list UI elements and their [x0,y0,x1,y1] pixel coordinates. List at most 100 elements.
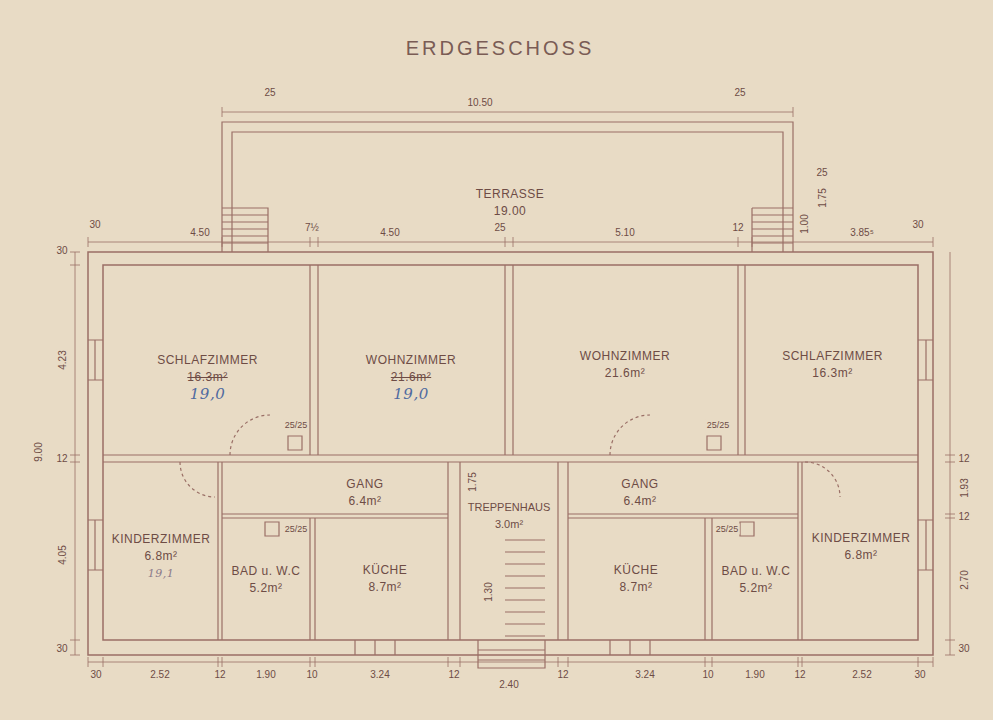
room-text: 6.4m² [348,493,381,510]
room-label: WOHNZIMMER21.6m² [520,340,730,390]
room-label: GANG6.4m² [585,474,695,512]
dimension-label: 3.24 [369,669,390,680]
dimension-label: 4.23 [57,349,68,370]
room-text: KÜCHE [614,562,659,579]
room-text: 5.2m² [249,580,282,597]
room-text: BAD u. W.C [721,563,790,580]
dimension-label: 10 [305,669,318,680]
dimension-label: 2.52 [851,669,872,680]
dimension-label: 4.05 [57,544,68,565]
dimension-label: 2.40 [498,679,519,690]
room-text: 21.6m² [605,365,645,382]
outer-wall [88,252,933,655]
dimension-label: 12 [213,669,226,680]
room-text: KINDERZIMMER [112,531,211,548]
dimension-label: 25 [263,87,276,98]
dimension-label: 1.93 [959,477,970,498]
dimension-label: 10 [701,669,714,680]
room-label: GANG6.4m² [290,474,440,512]
inner-walls [103,265,918,640]
room-label: TREPPENHAUS3.0m² [461,497,557,535]
dimension-label: 25 [733,87,746,98]
dimension-label: 10.50 [466,97,493,108]
dimension-label: 1.30 [483,581,494,602]
room-text: TREPPENHAUS [468,499,551,516]
room-text: TERRASSE [476,186,545,203]
dimension-label: 4.50 [189,227,210,238]
room-text: GANG [621,476,658,493]
room-label: SCHLAFZIMMER16.3m²19,0 [110,335,305,420]
dimension-label: 1.90 [255,669,276,680]
dimension-label: 30 [55,245,68,256]
dimension-label: 30 [957,643,970,654]
dimension-label: 3.85⁵ [849,227,875,238]
room-text: 19,0 [393,386,428,403]
dimension-label: 1.90 [744,669,765,680]
room-label: WOHNZIMMER21.6m²19,0 [322,335,500,420]
room-text: BAD u. W.C [231,563,300,580]
room-text: SCHLAFZIMMER [782,348,883,365]
dimension-label: 1.00 [799,213,810,234]
dimension-label: 30 [55,643,68,654]
room-label: SCHLAFZIMMER16.3m² [750,340,915,390]
dimension-label: 4.50 [379,227,400,238]
dimension-label: 30 [911,219,924,230]
room-text: 16.3m² [812,365,852,382]
room-text: WOHNZIMMER [366,352,456,369]
room-text: GANG [346,476,383,493]
room-label: KÜCHE8.7m² [325,558,445,600]
dimension-label: 30 [88,219,101,230]
dimension-label: 2.52 [149,669,170,680]
doors [180,415,840,497]
room-text: 6.4m² [623,493,656,510]
room-label: TERRASSE19.00 [400,178,620,228]
dimension-label: 25/25 [706,420,731,431]
room-text: WOHNZIMMER [580,348,670,365]
dimension-label: 25/25 [715,524,740,535]
room-label: KINDERZIMMER6.8m²19,1 [105,520,217,592]
dimension-label: 25/25 [284,524,309,535]
dimension-label: 12 [793,669,806,680]
room-text: 3.0m² [495,516,523,533]
room-label: BAD u. W.C5.2m² [716,548,796,612]
room-text: 8.7m² [368,579,401,596]
chimneys [265,436,754,536]
dimension-label: 9.00 [33,441,44,462]
room-text: 6.8m² [844,547,877,564]
dimension-label: 12 [957,453,970,464]
dimension-label: 12 [957,511,970,522]
dimension-lines [70,107,955,667]
dimension-label: 25/25 [284,420,309,431]
dimension-label: 25 [815,167,828,178]
dimension-label: 1.75 [467,471,478,492]
room-label: KINDERZIMMER6.8m² [805,522,917,572]
room-text: 19,0 [190,386,225,403]
dimension-label: 12 [55,453,68,464]
dimension-label: 30 [913,669,926,680]
dimension-label: 3.24 [634,669,655,680]
dimension-label: 12 [556,669,569,680]
room-label: BAD u. W.C5.2m² [226,548,306,612]
room-text: 5.2m² [739,580,772,597]
room-text: SCHLAFZIMMER [157,352,258,369]
room-label: KÜCHE8.7m² [572,558,700,600]
windows [88,340,933,655]
terrace-outline [222,122,793,252]
stair-treads [478,540,545,668]
room-text: 6.8m² [144,548,177,565]
plan-lines [70,107,955,668]
dimension-label: 1.75 [817,187,828,208]
dimension-label: 2.70 [959,569,970,590]
dimension-label: 30 [89,669,102,680]
room-text: 21.6m² [391,369,431,386]
plan-title: ERDGESCHOSS [406,37,595,60]
dimension-label: 5.10 [614,227,635,238]
dimension-label: 25 [493,222,506,233]
room-text: KINDERZIMMER [812,530,911,547]
dimension-label: 12 [731,222,744,233]
room-text: 8.7m² [619,579,652,596]
room-text: 19,1 [148,565,175,582]
dimension-label: 12 [447,669,460,680]
room-text: KÜCHE [363,562,408,579]
